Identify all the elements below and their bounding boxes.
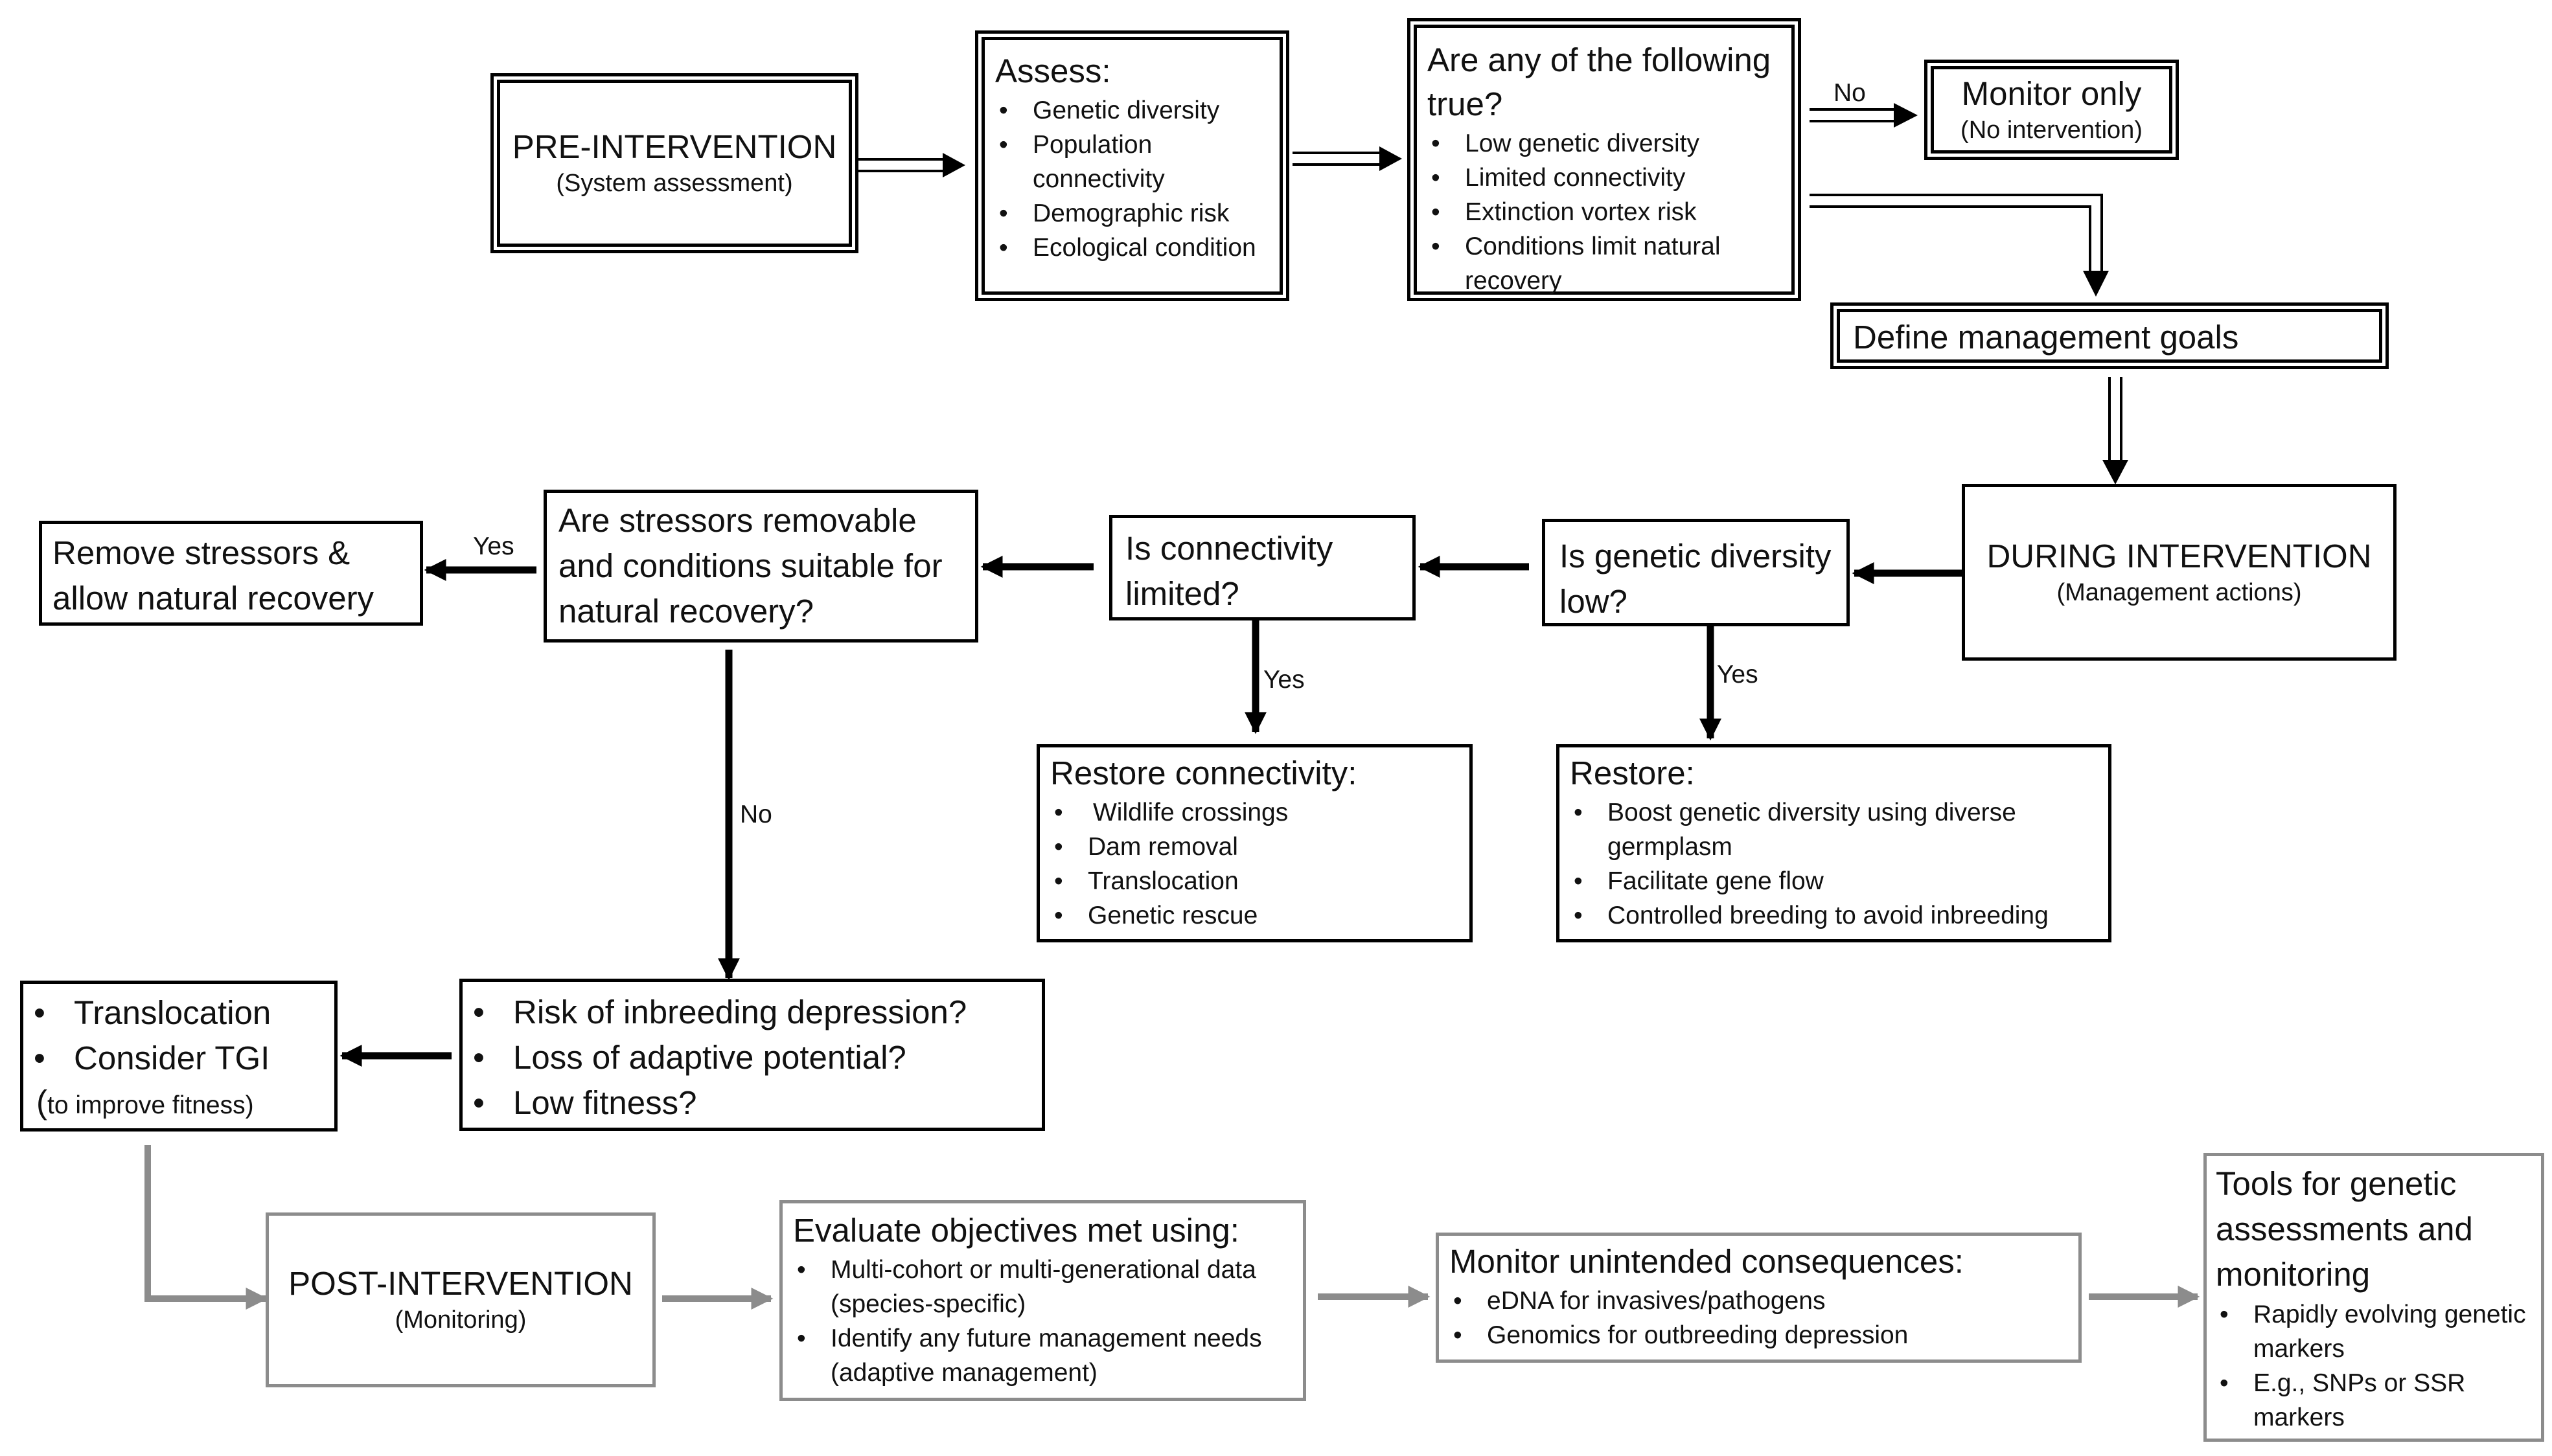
pre-intervention-subtitle: (System assessment) xyxy=(556,170,793,197)
label-yes-genetic: Yes xyxy=(1717,661,1758,688)
assess-title: Assess: xyxy=(995,52,1111,89)
unintended-title: Monitor unintended consequences: xyxy=(1449,1243,1964,1280)
unintended-box: Monitor unintended consequences: eDNA fo… xyxy=(1436,1233,2082,1363)
risk-item: Loss of adaptive potential? xyxy=(469,1035,1035,1080)
restore-connectivity-item: Genetic rescue xyxy=(1050,898,1463,933)
monitor-only-title: Monitor only xyxy=(1961,74,2142,112)
question-item: Extinction vortex risk xyxy=(1427,195,1785,229)
arrow-question-to-goals xyxy=(1810,194,2109,297)
goals-box: Define management goals xyxy=(1830,302,2389,369)
label-yes-connectivity: Yes xyxy=(1263,666,1305,694)
risk-item: Risk of inbreeding depression? xyxy=(469,990,1035,1035)
evaluate-item: Identify any future management needs (ad… xyxy=(793,1321,1296,1390)
tools-item: Rapidly evolving genetic markers xyxy=(2216,1297,2535,1366)
arrow-translocation-to-post xyxy=(144,1145,268,1310)
monitor-only-box: Monitor only (No intervention) xyxy=(1924,60,2179,160)
translocation-box: Translocation Consider TGI (to improve f… xyxy=(20,981,338,1132)
connectivity-question-box: Is connectivity limited? xyxy=(1109,515,1416,620)
translocation-item: Translocation xyxy=(30,990,328,1036)
restore-title: Restore: xyxy=(1570,755,1695,791)
restore-item: Boost genetic diversity using diverse ge… xyxy=(1570,795,2102,864)
question-box: Are any of the following true? Low genet… xyxy=(1407,18,1801,301)
unintended-item: Genomics for outbreeding depression xyxy=(1449,1318,2072,1352)
stressors-question: Are stressors removable and conditions s… xyxy=(558,502,943,630)
question-list: Low genetic diversity Limited connectivi… xyxy=(1427,126,1785,298)
during-intervention-box: DURING INTERVENTION (Management actions) xyxy=(1962,484,2397,661)
evaluate-box: Evaluate objectives met using: Multi-coh… xyxy=(779,1200,1306,1401)
restore-connectivity-item: Wildlife crossings xyxy=(1050,795,1463,830)
restore-item: Facilitate gene flow xyxy=(1570,864,2102,898)
post-intervention-title: POST-INTERVENTION xyxy=(288,1265,633,1302)
assess-box: Assess: Genetic diversity Population con… xyxy=(975,30,1289,301)
goals-title: Define management goals xyxy=(1853,319,2239,356)
assess-item: Population connectivity xyxy=(995,128,1270,196)
evaluate-title: Evaluate objectives met using: xyxy=(793,1212,1239,1249)
stressors-question-box: Are stressors removable and conditions s… xyxy=(544,490,978,643)
question-item: Conditions limit natural recovery xyxy=(1427,229,1785,298)
remove-stressors-text: Remove stressors & allow natural recover… xyxy=(52,534,374,617)
monitor-only-subtitle: (No intervention) xyxy=(1960,116,2143,144)
tools-list: Rapidly evolving genetic markers E.g., S… xyxy=(2216,1297,2535,1435)
translocation-note-text: to improve fitness) xyxy=(47,1091,254,1119)
restore-connectivity-item: Translocation xyxy=(1050,864,1463,898)
restore-connectivity-list: Wildlife crossings Dam removal Transloca… xyxy=(1050,795,1463,933)
during-intervention-title: DURING INTERVENTION xyxy=(1986,537,2372,574)
question-item: Low genetic diversity xyxy=(1427,126,1785,161)
pre-intervention-title: PRE-INTERVENTION xyxy=(512,128,837,165)
assess-list: Genetic diversity Population connectivit… xyxy=(995,93,1270,265)
arrow-pre-to-assess xyxy=(857,153,965,177)
restore-connectivity-item: Dam removal xyxy=(1050,830,1463,864)
assess-item: Ecological condition xyxy=(995,231,1270,265)
label-no-stressors: No xyxy=(740,801,772,828)
genetic-diversity-question: Is genetic diversity low? xyxy=(1559,538,1832,620)
translocation-item: Consider TGI xyxy=(30,1036,328,1081)
restore-connectivity-title: Restore connectivity: xyxy=(1050,755,1357,791)
tools-title: Tools for genetic assessments and monito… xyxy=(2216,1165,2473,1293)
during-intervention-subtitle: (Management actions) xyxy=(2056,578,2302,606)
arrow-goals-to-during xyxy=(2102,377,2128,484)
arrow-no-to-monitor xyxy=(1810,103,1918,128)
restore-connectivity-box: Restore connectivity: Wildlife crossings… xyxy=(1037,744,1473,942)
question-item: Limited connectivity xyxy=(1427,161,1785,195)
tools-item: E.g., SNPs or SSR markers xyxy=(2216,1366,2535,1435)
evaluate-list: Multi-cohort or multi-generational data … xyxy=(793,1253,1296,1390)
risk-list: Risk of inbreeding depression? Loss of a… xyxy=(469,990,1035,1126)
unintended-item: eDNA for invasives/pathogens xyxy=(1449,1284,2072,1318)
question-title: Are any of the following true? xyxy=(1427,41,1771,122)
connectivity-question: Is connectivity limited? xyxy=(1125,530,1333,612)
remove-stressors-box: Remove stressors & allow natural recover… xyxy=(39,521,423,626)
restore-box: Restore: Boost genetic diversity using d… xyxy=(1556,744,2111,942)
label-no-top: No xyxy=(1834,79,1866,107)
translocation-note-paren: ( xyxy=(36,1084,47,1120)
restore-item: Controlled breeding to avoid inbreeding xyxy=(1570,898,2102,933)
post-intervention-subtitle: (Monitoring) xyxy=(395,1306,527,1334)
label-yes-remove: Yes xyxy=(473,532,514,560)
unintended-list: eDNA for invasives/pathogens Genomics fo… xyxy=(1449,1284,2072,1352)
genetic-diversity-question-box: Is genetic diversity low? xyxy=(1542,519,1850,626)
risk-item: Low fitness? xyxy=(469,1080,1035,1126)
assess-item: Demographic risk xyxy=(995,196,1270,231)
evaluate-item: Multi-cohort or multi-generational data … xyxy=(793,1253,1296,1321)
tools-box: Tools for genetic assessments and monito… xyxy=(2203,1153,2544,1442)
translocation-list: Translocation Consider TGI xyxy=(30,990,328,1081)
assess-item: Genetic diversity xyxy=(995,93,1270,128)
post-intervention-box: POST-INTERVENTION (Monitoring) xyxy=(266,1212,656,1387)
arrow-assess-to-question xyxy=(1293,146,1402,171)
risk-box: Risk of inbreeding depression? Loss of a… xyxy=(459,979,1045,1131)
translocation-note: (to improve fitness) xyxy=(36,1081,328,1132)
pre-intervention-box: PRE-INTERVENTION (System assessment) xyxy=(490,73,858,253)
restore-list: Boost genetic diversity using diverse ge… xyxy=(1570,795,2102,933)
